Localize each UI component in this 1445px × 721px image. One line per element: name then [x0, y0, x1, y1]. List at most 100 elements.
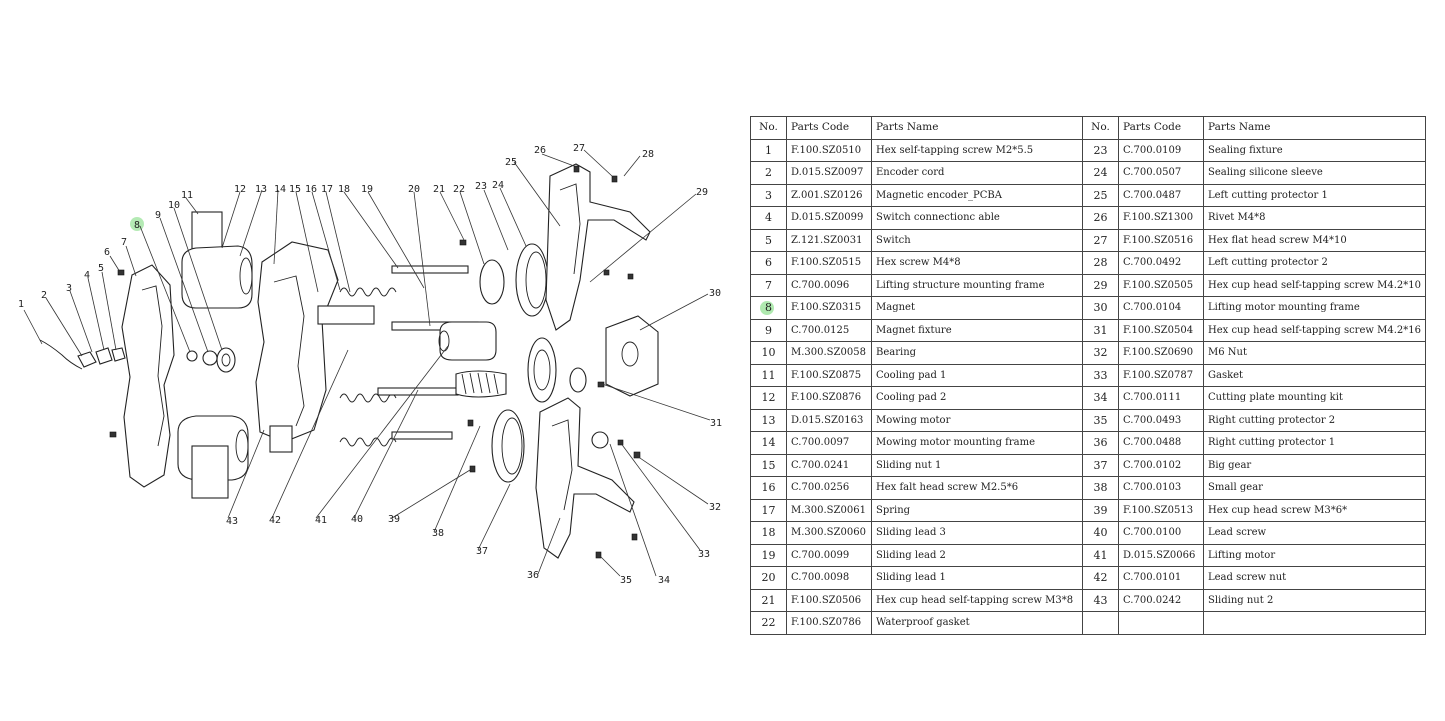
callout-numbers: 1 2 3 4 5 6 7 8 9 10 11 12 13 14 15 16 1… [18, 143, 722, 586]
callout-39: 39 [388, 514, 400, 525]
cell-no-2 [1082, 611, 1119, 635]
cell-parts-code-2: C.700.0492 [1118, 251, 1204, 275]
callout-37: 37 [476, 546, 488, 557]
cell-parts-name-2: Hex cup head self-tapping screw M4.2*10 [1203, 273, 1426, 297]
part-lifting-motor-mounting-frame [605, 315, 659, 397]
cell-parts-name-2: Gasket [1203, 363, 1426, 387]
part-encoder-cord [39, 339, 97, 370]
cell-parts-name-2: Lifting motor mounting frame [1203, 296, 1426, 320]
callout-35: 35 [620, 575, 632, 586]
cell-no: 1 [750, 138, 787, 162]
cell-parts-code-2: C.700.0101 [1118, 566, 1204, 590]
part-lead-screw [455, 370, 507, 398]
cell-parts-code: F.100.SZ0876 [786, 386, 872, 410]
cell-no-2: 37 [1082, 453, 1119, 477]
cell-parts-code-2 [1118, 611, 1204, 635]
cell-no: 19 [750, 543, 787, 567]
cell-no-2: 28 [1082, 251, 1119, 275]
cell-parts-code-2: C.700.0109 [1118, 138, 1204, 162]
header-no-2: No. [1082, 116, 1119, 140]
cell-parts-code-2: C.700.0102 [1118, 453, 1204, 477]
callout-34: 34 [658, 575, 670, 586]
cell-no: 21 [750, 588, 787, 612]
callout-33: 33 [698, 549, 710, 560]
callout-2: 2 [41, 290, 47, 301]
cell-parts-code-2: C.700.0488 [1118, 431, 1204, 455]
cell-parts-code: F.100.SZ0506 [786, 588, 872, 612]
part-magnet-and-bearing [186, 347, 236, 373]
cell-parts-name: Mowing motor [871, 408, 1083, 432]
header-parts-name: Parts Name [871, 116, 1083, 140]
header-parts-code-2: Parts Code [1118, 116, 1204, 140]
callout-24: 24 [492, 180, 504, 191]
part-lifting-motor [438, 321, 497, 361]
callout-10: 10 [168, 200, 180, 211]
part-mowing-motor-lower [177, 415, 249, 499]
callout-16: 16 [305, 184, 317, 195]
header-parts-name-2: Parts Name [1203, 116, 1426, 140]
cell-parts-code-2: C.700.0487 [1118, 183, 1204, 207]
cell-parts-code: C.700.0096 [786, 273, 872, 297]
cell-parts-code: C.700.0099 [786, 543, 872, 567]
cell-parts-code-2: C.700.0507 [1118, 161, 1204, 185]
cell-parts-code-2: C.700.0111 [1118, 386, 1204, 410]
cell-no: 13 [750, 408, 787, 432]
callout-31: 31 [710, 418, 722, 429]
callout-41: 41 [315, 515, 327, 526]
callout-8: 8 [134, 220, 140, 231]
cell-parts-name-2: Cutting plate mounting kit [1203, 386, 1426, 410]
callout-18: 18 [338, 184, 350, 195]
callout-42: 42 [269, 515, 281, 526]
cell-parts-name-2: Lead screw [1203, 521, 1426, 545]
cell-parts-name: Bearing [871, 341, 1083, 365]
cell-parts-code-2: F.100.SZ0690 [1118, 341, 1204, 365]
cell-parts-name-2: Lifting motor [1203, 543, 1426, 567]
callout-9: 9 [155, 210, 161, 221]
callout-21: 21 [433, 184, 445, 195]
cell-parts-name-2: Rivet M4*8 [1203, 206, 1426, 230]
callout-3: 3 [66, 283, 72, 294]
cell-no: 8 [750, 296, 787, 320]
cell-parts-code-2: F.100.SZ0505 [1118, 273, 1204, 297]
cell-no-2: 36 [1082, 431, 1119, 455]
callout-30: 30 [709, 288, 721, 299]
callout-13: 13 [255, 184, 267, 195]
cell-no: 11 [750, 363, 787, 387]
cell-parts-code: M.300.SZ0058 [786, 341, 872, 365]
cell-no: 16 [750, 476, 787, 500]
cell-no: 2 [750, 161, 787, 185]
cell-parts-name: Encoder cord [871, 161, 1083, 185]
cell-no-2: 31 [1082, 318, 1119, 342]
cell-no-2: 41 [1082, 543, 1119, 567]
callout-17: 17 [321, 184, 333, 195]
cell-parts-code-2: F.100.SZ0516 [1118, 228, 1204, 252]
callout-38: 38 [432, 528, 444, 539]
cell-no-2: 30 [1082, 296, 1119, 320]
cell-no: 6 [750, 251, 787, 275]
cell-parts-name: Sliding nut 1 [871, 453, 1083, 477]
cell-no-2: 24 [1082, 161, 1119, 185]
callout-19: 19 [361, 184, 373, 195]
cell-no-2: 34 [1082, 386, 1119, 410]
cell-no: 9 [750, 318, 787, 342]
cell-parts-code: C.700.0125 [786, 318, 872, 342]
cell-no-2: 32 [1082, 341, 1119, 365]
cell-parts-name: Hex cup head self-tapping screw M3*8 [871, 588, 1083, 612]
cell-parts-name: Magnet [871, 296, 1083, 320]
cell-parts-name: Hex screw M4*8 [871, 251, 1083, 275]
cell-parts-code-2: F.100.SZ1300 [1118, 206, 1204, 230]
cell-no: 15 [750, 453, 787, 477]
callout-23: 23 [475, 181, 487, 192]
cell-parts-code: F.100.SZ0786 [786, 611, 872, 635]
cell-parts-name-2 [1203, 611, 1426, 635]
